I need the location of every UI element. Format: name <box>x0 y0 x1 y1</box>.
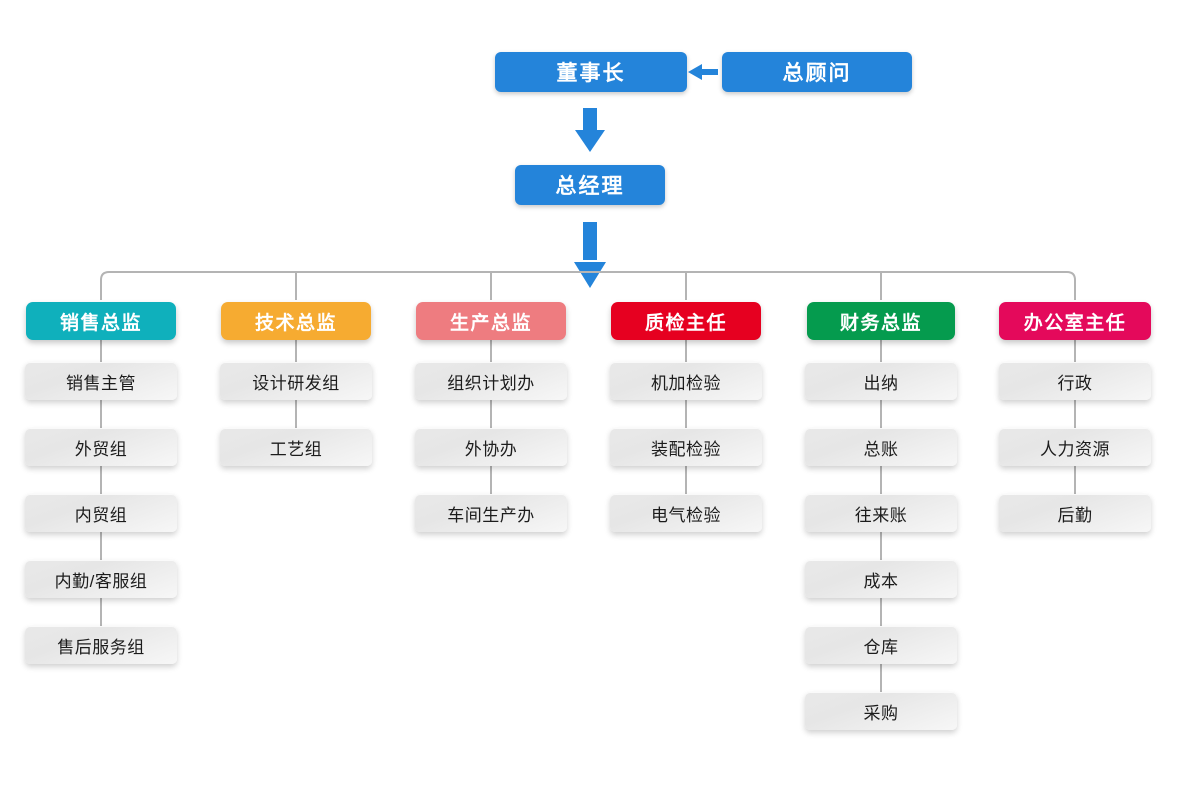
dept-item-qc-2[interactable]: 电气检验 <box>610 494 762 532</box>
dept-header-finance[interactable]: 财务总监 <box>807 302 955 340</box>
dept-item-office-1[interactable]: 人力资源 <box>999 428 1151 466</box>
dept-header-label: 销售总监 <box>59 312 142 334</box>
node-chief-advisor[interactable]: 总顾问 <box>722 52 912 92</box>
node-general-manager[interactable]: 总经理 <box>515 165 665 205</box>
dept-item-label: 往来账 <box>854 505 908 525</box>
dept-item-qc-1[interactable]: 装配检验 <box>610 428 762 466</box>
dept-item-finance-3[interactable]: 成本 <box>805 560 957 598</box>
arrow-down-icon-chairman-gm <box>575 108 605 152</box>
dept-item-label: 外协办 <box>464 439 518 459</box>
dept-item-office-2[interactable]: 后勤 <box>999 494 1151 532</box>
dept-item-label: 组织计划办 <box>447 373 535 393</box>
dept-item-sales-4[interactable]: 售后服务组 <box>25 626 177 664</box>
dept-item-label: 出纳 <box>863 373 899 393</box>
dept-item-label: 装配检验 <box>651 439 721 459</box>
dept-item-label: 成本 <box>863 571 899 591</box>
dept-item-label: 车间生产办 <box>447 505 535 525</box>
dept-item-office-0[interactable]: 行政 <box>999 362 1151 400</box>
dept-header-label: 质检主任 <box>644 312 727 334</box>
dept-header-label: 生产总监 <box>449 312 532 334</box>
dept-item-production-0[interactable]: 组织计划办 <box>415 362 567 400</box>
node-chairman-label: 董事长 <box>556 62 626 85</box>
node-chairman[interactable]: 董事长 <box>495 52 687 92</box>
dept-item-label: 内贸组 <box>74 505 128 525</box>
dept-item-finance-0[interactable]: 出纳 <box>805 362 957 400</box>
dept-item-label: 人力资源 <box>1040 439 1110 459</box>
dept-header-sales[interactable]: 销售总监 <box>26 302 176 340</box>
dept-item-label: 销售主管 <box>66 373 136 393</box>
dept-item-sales-1[interactable]: 外贸组 <box>25 428 177 466</box>
dept-item-label: 工艺组 <box>269 439 323 459</box>
dept-item-label: 电气检验 <box>651 505 721 525</box>
dept-item-label: 仓库 <box>863 637 899 657</box>
dept-item-sales-2[interactable]: 内贸组 <box>25 494 177 532</box>
dept-item-finance-4[interactable]: 仓库 <box>805 626 957 664</box>
dept-item-tech-1[interactable]: 工艺组 <box>220 428 372 466</box>
dept-item-label: 机加检验 <box>651 373 721 393</box>
arrow-down-icon-gm-departments <box>574 222 606 288</box>
arrow-left-icon <box>688 64 718 80</box>
dept-item-label: 内勤/客服组 <box>54 571 148 591</box>
dept-item-qc-0[interactable]: 机加检验 <box>610 362 762 400</box>
node-general-manager-label: 总经理 <box>555 175 625 198</box>
node-chief-advisor-label: 总顾问 <box>782 62 852 85</box>
dept-item-label: 外贸组 <box>74 439 128 459</box>
dept-item-finance-2[interactable]: 往来账 <box>805 494 957 532</box>
dept-item-sales-3[interactable]: 内勤/客服组 <box>25 560 177 598</box>
dept-item-label: 采购 <box>863 703 899 723</box>
department-bus-connector <box>100 271 1076 300</box>
dept-item-tech-0[interactable]: 设计研发组 <box>220 362 372 400</box>
dept-header-tech[interactable]: 技术总监 <box>221 302 371 340</box>
dept-item-label: 总账 <box>863 439 899 459</box>
dept-header-production[interactable]: 生产总监 <box>416 302 566 340</box>
dept-header-label: 财务总监 <box>839 312 922 334</box>
dept-header-office[interactable]: 办公室主任 <box>999 302 1151 340</box>
dept-item-label: 行政 <box>1057 373 1093 393</box>
dept-item-label: 后勤 <box>1057 505 1093 525</box>
dept-item-label: 售后服务组 <box>57 637 145 657</box>
dept-item-finance-5[interactable]: 采购 <box>805 692 957 730</box>
dept-header-label: 办公室主任 <box>1023 312 1127 334</box>
dept-header-qc[interactable]: 质检主任 <box>611 302 761 340</box>
dept-header-label: 技术总监 <box>254 312 337 334</box>
dept-item-production-2[interactable]: 车间生产办 <box>415 494 567 532</box>
dept-item-sales-0[interactable]: 销售主管 <box>25 362 177 400</box>
dept-item-label: 设计研发组 <box>252 373 340 393</box>
dept-item-production-1[interactable]: 外协办 <box>415 428 567 466</box>
dept-item-finance-1[interactable]: 总账 <box>805 428 957 466</box>
